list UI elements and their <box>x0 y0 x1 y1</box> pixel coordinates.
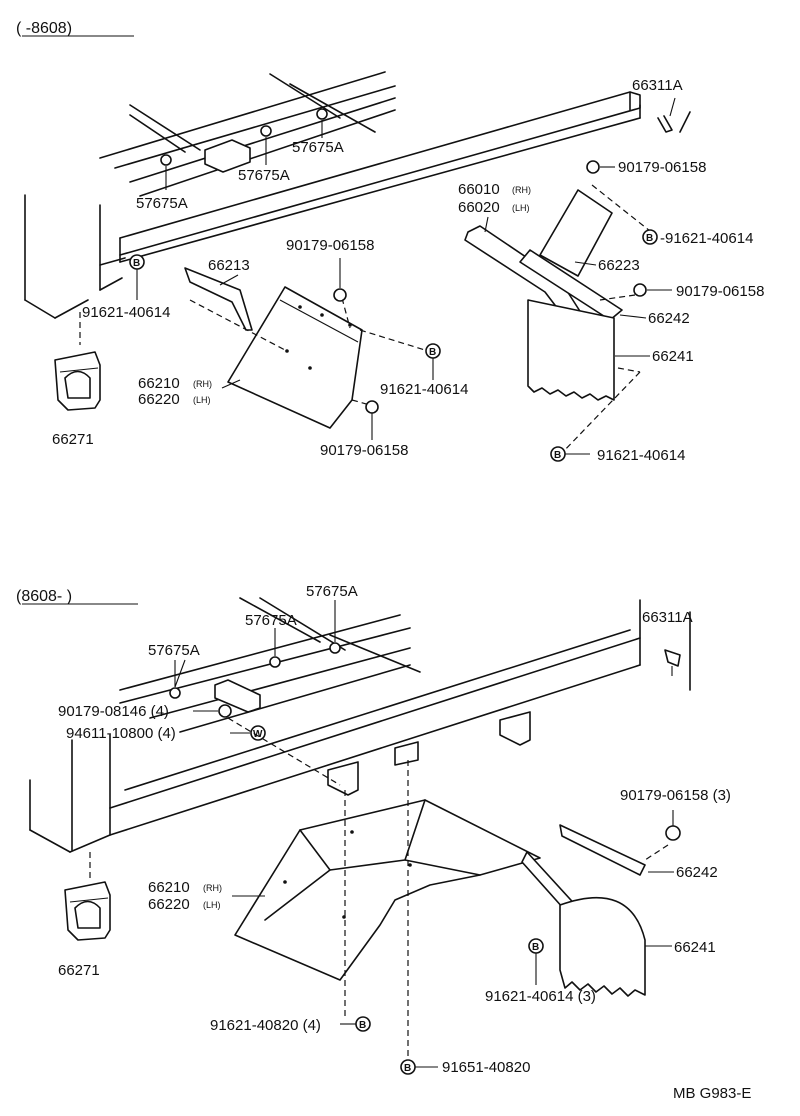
label-rh: (RH) <box>193 379 212 389</box>
bracket-group-right <box>521 824 669 997</box>
nut-icon <box>316 108 328 120</box>
label-90179-06158-a: 90179-06158 <box>618 159 706 176</box>
label-57675A-1: 57675A <box>136 195 188 212</box>
washer-symbol: W <box>253 729 263 740</box>
label-66241: 66241 <box>652 348 694 365</box>
label-lh: (LH) <box>203 900 221 910</box>
mudguard-66210 <box>184 267 426 429</box>
label-57675A-2: 57675A <box>245 612 297 629</box>
body-corner <box>29 734 111 853</box>
mudflap-66241 <box>559 896 646 997</box>
bolt-symbol: B <box>404 1063 411 1074</box>
label-90179-08146: 90179-08146 (4) <box>58 703 169 720</box>
label-66210: 66210 <box>148 879 190 896</box>
label-66020: 66020 <box>458 199 500 216</box>
bolt-symbol: B <box>359 1020 366 1031</box>
label-66220: 66220 <box>138 391 180 408</box>
footer-code: MB G983-E <box>673 1085 751 1102</box>
section-1-header: ( -8608) <box>16 20 72 37</box>
nut-icon <box>169 687 181 699</box>
label-66311A: 66311A <box>632 77 683 94</box>
label-66210: 66210 <box>138 375 180 392</box>
label-66220: 66220 <box>148 896 190 913</box>
label-91621-40820: 91621-40820 (4) <box>210 1017 321 1034</box>
label-66242: 66242 <box>676 864 718 881</box>
section-2-header: (8608- ) <box>16 588 72 605</box>
nut-icon <box>269 656 281 668</box>
label-66242: 66242 <box>648 310 690 327</box>
frame-rails <box>119 597 421 733</box>
label-lh: (LH) <box>193 395 211 405</box>
part-66271 <box>64 852 111 941</box>
washer-icon <box>250 725 266 741</box>
label-94611-10800: 94611-10800 (4) <box>66 725 176 742</box>
label-90179-06158-b: 90179-06158 <box>286 237 374 254</box>
mudguard-66210 <box>234 760 541 1062</box>
bolt-symbol: B <box>532 942 539 953</box>
bolt-symbol: B <box>554 450 561 461</box>
side-sill <box>109 599 691 836</box>
bracket-group-right <box>464 184 656 456</box>
label-66213: 66213 <box>208 257 250 274</box>
bracket-66242 <box>559 824 646 876</box>
nut-icon <box>365 400 379 414</box>
label-57675A-3: 57675A <box>306 583 358 600</box>
label-66223: 66223 <box>598 257 640 274</box>
nut-icon <box>665 825 681 841</box>
label-91621-40614: 91621-40614 (3) <box>485 988 596 1005</box>
label-66271: 66271 <box>52 431 94 448</box>
section-late-production: (8608- ) <box>16 583 751 1102</box>
label-91621-40614-b: 91621-40614 <box>82 304 170 321</box>
clip-66311A <box>664 649 681 676</box>
mudflap-66241 <box>527 299 615 401</box>
label-90179-06158: 90179-06158 (3) <box>620 787 731 804</box>
label-rh: (RH) <box>203 883 222 893</box>
label-57675A-3: 57675A <box>292 139 344 156</box>
section-early-production: ( -8608) <box>16 20 764 464</box>
nut-icon <box>333 288 347 302</box>
label-91621-40614-d: 91621-40614 <box>597 447 685 464</box>
frame-rails <box>99 71 396 197</box>
label-91621-40614-c: 91621-40614 <box>380 381 468 398</box>
bracket-66213 <box>184 267 253 331</box>
label-66241: 66241 <box>674 939 716 956</box>
label-57675A-2: 57675A <box>238 167 290 184</box>
nut-icon <box>260 125 272 137</box>
bracket-66223 <box>539 189 613 277</box>
label-57675A-1: 57675A <box>148 642 200 659</box>
bolt-symbol: B <box>133 258 140 269</box>
label-66010: 66010 <box>458 181 500 198</box>
nut-57675A-group <box>169 600 341 699</box>
nut-icon <box>586 160 600 174</box>
label-lh: (LH) <box>512 203 530 213</box>
part-66271 <box>54 351 101 411</box>
nut-icon <box>329 642 341 654</box>
nut-icon <box>218 704 232 718</box>
label-91621-40614-a: -91621-40614 <box>660 230 753 247</box>
label-90179-06158-d: 90179-06158 <box>320 442 408 459</box>
label-rh: (RH) <box>512 185 531 195</box>
clip-66311A <box>657 97 676 133</box>
label-66311A: 66311A <box>642 609 693 626</box>
bolt-symbol: B <box>429 347 436 358</box>
label-91651-40820: 91651-40820 <box>442 1059 530 1076</box>
label-66271: 66271 <box>58 962 100 979</box>
label-90179-06158-c: 90179-06158 <box>676 283 764 300</box>
nut-57675A-group <box>160 108 328 190</box>
bolt-icon <box>642 229 658 245</box>
nut-icon <box>160 154 172 166</box>
body-corner <box>24 194 126 319</box>
side-sill <box>119 91 691 263</box>
nut-icon <box>633 283 647 297</box>
bolt-symbol: B <box>646 233 653 244</box>
